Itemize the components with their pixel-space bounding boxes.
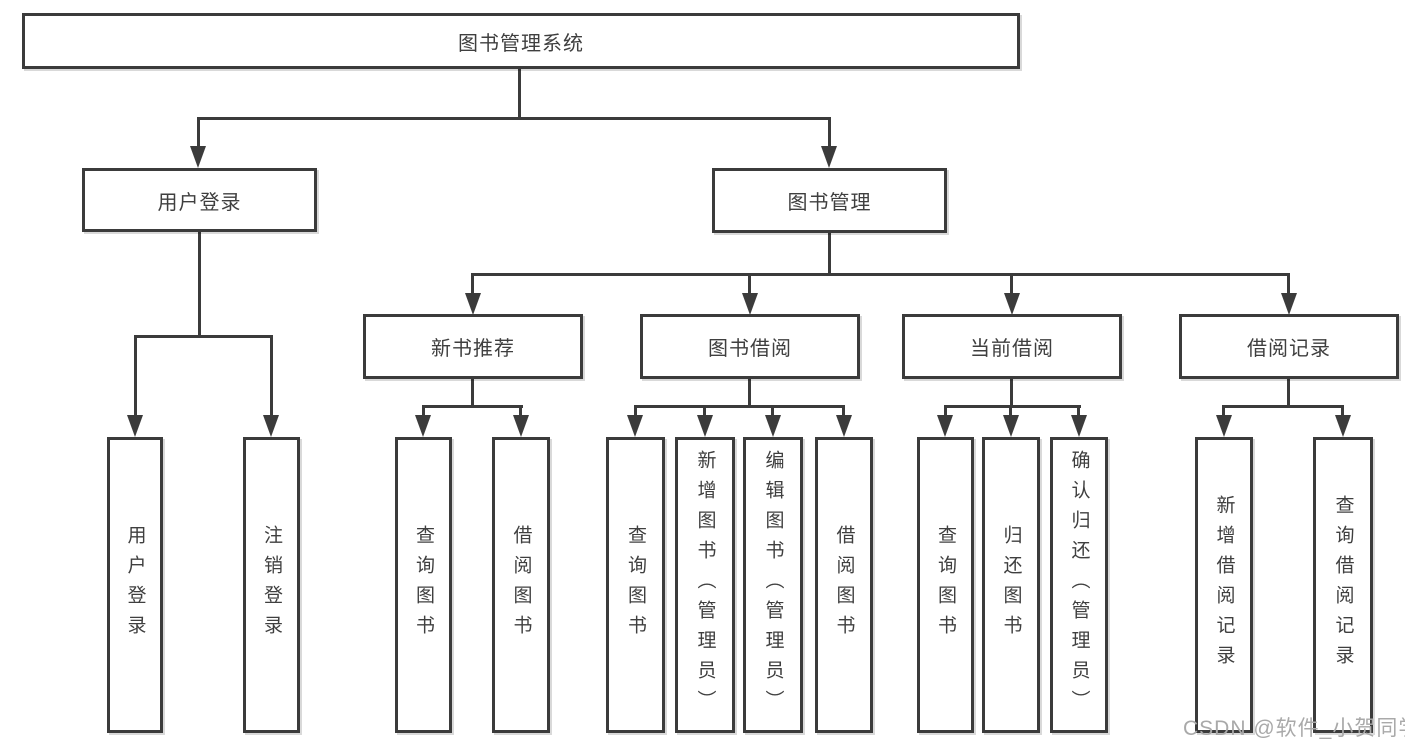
node-book-borrow: 图书借阅 xyxy=(640,314,860,379)
connector-line xyxy=(422,405,425,420)
leaf-borrow-book-rec-label: 借阅图书 xyxy=(510,525,532,645)
node-book-borrow-label: 图书借阅 xyxy=(708,338,792,360)
arrow-down-icon xyxy=(697,415,713,437)
node-borrow-records-label: 借阅记录 xyxy=(1247,338,1331,360)
node-current-borrow-label: 当前借阅 xyxy=(970,338,1054,360)
node-user-login-label: 用户登录 xyxy=(157,191,242,214)
connector-line xyxy=(771,405,774,420)
node-new-book-rec: 新书推荐 xyxy=(363,314,583,379)
leaf-add-book-admin-label: 新增图书（管理员） xyxy=(694,450,716,720)
leaf-edit-book-admin: 编辑图书（管理员） xyxy=(743,437,803,733)
leaf-user-login-label: 用户登录 xyxy=(124,525,146,645)
leaf-logout-label: 注销登录 xyxy=(261,525,282,645)
connector-line xyxy=(198,232,201,338)
connector-line xyxy=(1010,273,1013,298)
arrow-down-icon xyxy=(627,415,643,437)
leaf-confirm-return-admin: 确认归还（管理员） xyxy=(1050,437,1108,733)
arrow-down-icon xyxy=(937,415,953,437)
arrow-down-icon xyxy=(1071,415,1087,437)
node-root-label: 图书管理系统 xyxy=(458,32,584,55)
leaf-edit-book-admin-label: 编辑图书（管理员） xyxy=(762,450,784,720)
arrow-down-icon xyxy=(765,415,781,437)
leaf-query-book-borrow: 查询图书 xyxy=(606,437,665,733)
connector-line xyxy=(828,117,831,150)
connector-line xyxy=(944,405,1081,408)
leaf-query-book-current: 查询图书 xyxy=(917,437,974,733)
arrow-down-icon xyxy=(415,415,431,437)
connector-line xyxy=(519,405,522,420)
arrow-down-icon xyxy=(190,146,206,168)
leaf-add-book-admin: 新增图书（管理员） xyxy=(675,437,735,733)
connector-line xyxy=(1341,405,1344,420)
connector-line xyxy=(1222,405,1344,408)
arrow-down-icon xyxy=(742,293,758,315)
connector-line xyxy=(518,68,521,120)
node-borrow-records: 借阅记录 xyxy=(1179,314,1399,379)
arrow-down-icon xyxy=(263,415,279,437)
connector-line xyxy=(828,233,831,276)
node-user-login: 用户登录 xyxy=(82,168,317,232)
arrow-down-icon xyxy=(513,415,529,437)
leaf-query-borrow-record-label: 查询借阅记录 xyxy=(1332,495,1354,675)
leaf-query-book-rec-label: 查询图书 xyxy=(413,525,434,645)
leaf-add-borrow-record: 新增借阅记录 xyxy=(1195,437,1253,733)
connector-line xyxy=(134,335,273,338)
connector-line xyxy=(471,273,474,298)
arrow-down-icon xyxy=(1281,293,1297,315)
connector-line xyxy=(634,405,845,408)
leaf-confirm-return-admin-label: 确认归还（管理员） xyxy=(1068,450,1090,720)
csdn-watermark: CSDN @软件_小贺同学 xyxy=(1183,717,1405,740)
connector-line xyxy=(1287,379,1290,408)
node-new-book-rec-label: 新书推荐 xyxy=(431,338,515,360)
connector-line xyxy=(748,273,751,298)
connector-line xyxy=(471,273,1290,276)
leaf-borrow-book-rec: 借阅图书 xyxy=(492,437,550,733)
arrow-down-icon xyxy=(465,293,481,315)
connector-line xyxy=(270,335,273,418)
arrow-down-icon xyxy=(821,146,837,168)
leaf-query-borrow-record: 查询借阅记录 xyxy=(1313,437,1373,733)
arrow-down-icon xyxy=(127,415,143,437)
leaf-return-book: 归还图书 xyxy=(982,437,1040,733)
node-book-mgmt-label: 图书管理 xyxy=(787,192,872,214)
connector-line xyxy=(197,117,831,120)
arrow-down-icon xyxy=(1004,293,1020,315)
connector-line xyxy=(944,405,947,420)
connector-line xyxy=(471,379,474,408)
leaf-query-book-borrow-label: 查询图书 xyxy=(625,525,646,645)
connector-line xyxy=(1009,405,1012,420)
connector-line xyxy=(1287,273,1290,298)
node-root: 图书管理系统 xyxy=(22,13,1020,69)
connector-line xyxy=(1010,379,1013,408)
connector-line xyxy=(422,405,523,408)
arrow-down-icon xyxy=(1335,415,1351,437)
connector-line xyxy=(748,379,751,408)
connector-line xyxy=(134,335,137,418)
leaf-borrow-book-borrow: 借阅图书 xyxy=(815,437,873,733)
leaf-return-book-label: 归还图书 xyxy=(1000,525,1022,645)
leaf-logout: 注销登录 xyxy=(243,437,300,733)
arrow-down-icon xyxy=(1216,415,1232,437)
leaf-query-book-rec: 查询图书 xyxy=(395,437,452,733)
leaf-add-borrow-record-label: 新增借阅记录 xyxy=(1213,495,1235,675)
leaf-borrow-book-borrow-label: 借阅图书 xyxy=(833,525,855,645)
connector-line xyxy=(197,117,200,150)
connector-line xyxy=(842,405,845,420)
arrow-down-icon xyxy=(1003,415,1019,437)
node-current-borrow: 当前借阅 xyxy=(902,314,1122,379)
leaf-query-book-current-label: 查询图书 xyxy=(935,525,956,645)
leaf-user-login: 用户登录 xyxy=(107,437,163,733)
connector-line xyxy=(634,405,637,420)
connector-line xyxy=(1222,405,1225,420)
arrow-down-icon xyxy=(836,415,852,437)
node-book-mgmt: 图书管理 xyxy=(712,168,947,233)
connector-line xyxy=(1077,405,1080,420)
connector-line xyxy=(703,405,706,420)
